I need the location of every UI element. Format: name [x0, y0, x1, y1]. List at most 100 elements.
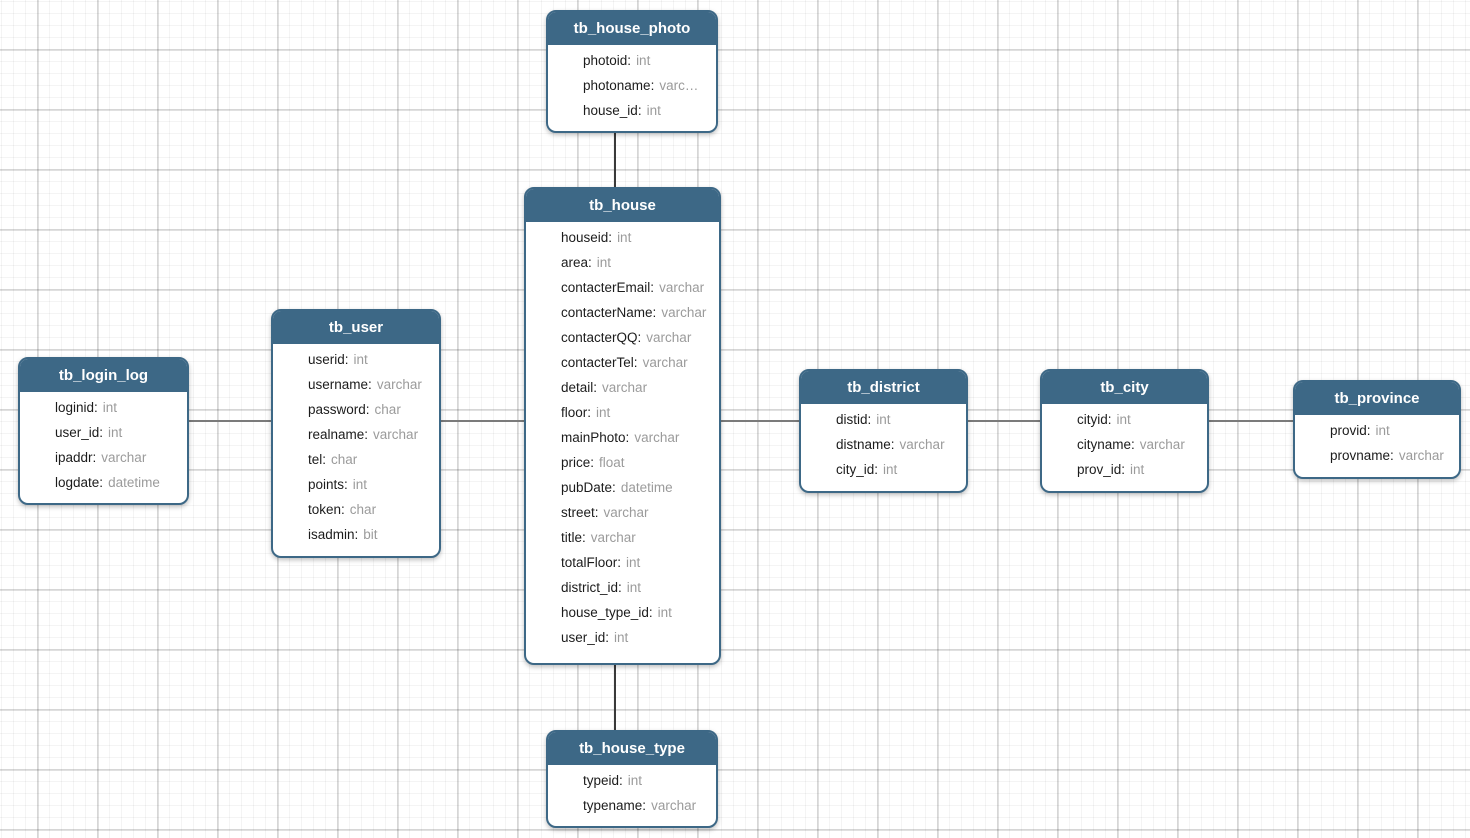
field-name: username	[308, 377, 372, 392]
field-type: varchar	[659, 280, 705, 295]
entity-tb_login_log[interactable]: tb_login_logloginidintuser_idintipaddrva…	[18, 357, 189, 505]
field-row-points: pointsint	[308, 472, 431, 497]
field-row-pubDate: pubDate datetime	[561, 475, 711, 500]
field-row-password: password char	[308, 397, 431, 422]
field-name: provid	[1330, 423, 1371, 438]
field-row-floor: floor int	[561, 400, 711, 425]
entity-tb_house_photo[interactable]: tb_house_photo photoidint photoname varc… ho…	[546, 10, 718, 133]
field-name: pubDate	[561, 480, 616, 495]
field-name: contacterName	[561, 305, 656, 320]
field-name: ipaddr	[55, 450, 96, 465]
entity-tb_province[interactable]: tb_provinceprovidintprovnamevarchar	[1293, 380, 1461, 479]
field-type: varchar	[1139, 437, 1185, 452]
entity-tb_house[interactable]: tb_househouseidintareaintcontacterEmailv…	[524, 187, 721, 665]
field-name: photoid	[583, 53, 631, 68]
field-type: int	[626, 580, 642, 595]
field-type: char	[374, 402, 401, 417]
entity-header-tb_district[interactable]: tb_district	[801, 371, 966, 404]
field-row-logdate: logdatedatetime	[55, 470, 179, 495]
field-name: tel	[308, 452, 326, 467]
field-type: varc…	[659, 78, 699, 93]
entity-tb_city[interactable]: tb_citycityidintcitynamevarcharprov_idin…	[1040, 369, 1209, 493]
field-name: loginid	[55, 400, 98, 415]
field-type: int	[353, 352, 368, 367]
field-type: int	[352, 477, 368, 492]
field-type: varchar	[642, 355, 688, 370]
field-type: int	[596, 255, 612, 270]
field-row-typename: typenamevarchar	[583, 793, 708, 818]
field-name: street	[561, 505, 599, 520]
field-row-title: titlevarchar	[561, 525, 711, 550]
field-row-user_id: user_id int	[55, 420, 179, 445]
field-type: varchar	[602, 380, 648, 395]
field-type: int	[883, 462, 898, 477]
entity-header-tb_house_type[interactable]: tb_house_type	[548, 732, 716, 765]
field-name: city_id	[836, 462, 878, 477]
entity-tb_district[interactable]: tb_districtdistidintdistnamevarcharcity_…	[799, 369, 968, 493]
entity-body: houseidintareaintcontacterEmailvarcharco…	[526, 222, 719, 663]
field-name: prov_id	[1077, 462, 1125, 477]
field-name: token	[308, 502, 345, 517]
field-name: distid	[836, 412, 871, 427]
entity-body: useridintusernamevarcharpasswordcharreal…	[273, 344, 439, 556]
entity-title: tb_province	[1334, 390, 1420, 407]
field-name: cityname	[1077, 437, 1135, 452]
field-type: int	[1130, 462, 1145, 477]
field-row-mainPhoto: mainPhoto varchar	[561, 425, 711, 450]
field-row-photoname: photoname varc…	[583, 73, 708, 98]
entity-header-tb_city[interactable]: tb_city	[1042, 371, 1207, 404]
field-row-contacterQQ: contacterQQvarchar	[561, 325, 711, 350]
field-name: provname	[1330, 448, 1394, 463]
entity-header-tb_house[interactable]: tb_house	[526, 189, 719, 222]
entity-header-tb_login_log[interactable]: tb_login_log	[20, 359, 187, 392]
entity-header-tb_province[interactable]: tb_province	[1295, 382, 1459, 415]
relation-line-tb_login_log-tb_user	[189, 420, 271, 422]
field-row-district_id: district_id int	[561, 575, 711, 600]
field-name: realname	[308, 427, 368, 442]
field-row-typeid: typeidint	[583, 768, 708, 793]
field-type: int	[596, 405, 611, 420]
field-name: mainPhoto	[561, 430, 629, 445]
entity-title: tb_house_photo	[573, 20, 691, 37]
field-row-contacterTel: contacterTel varchar	[561, 350, 711, 375]
field-name: distname	[836, 437, 895, 452]
field-type: int	[876, 412, 891, 427]
field-type: datetime	[620, 480, 673, 495]
field-row-price: pricefloat	[561, 450, 711, 475]
entity-tb_user[interactable]: tb_useruseridintusernamevarcharpasswordc…	[271, 309, 441, 558]
field-type: int	[108, 425, 123, 440]
field-row-realname: realnamevarchar	[308, 422, 431, 447]
field-name: detail	[561, 380, 597, 395]
entity-title: tb_city	[1100, 379, 1149, 396]
field-row-area: areaint	[561, 250, 711, 275]
field-row-photoid: photoidint	[583, 48, 708, 73]
field-name: user_id	[561, 630, 609, 645]
field-name: photoname	[583, 78, 654, 93]
field-type: varchar	[646, 330, 692, 345]
entity-body: typeidinttypenamevarchar	[548, 765, 716, 826]
field-name: price	[561, 455, 594, 470]
field-name: floor	[561, 405, 591, 420]
field-name: district_id	[561, 580, 622, 595]
field-row-tel: telchar	[308, 447, 431, 472]
field-name: password	[308, 402, 370, 417]
relation-line-tb_user-tb_house	[441, 420, 524, 422]
field-type: char	[331, 452, 358, 467]
field-name: contacterTel	[561, 355, 638, 370]
field-name: user_id	[55, 425, 103, 440]
entity-header-tb_user[interactable]: tb_user	[273, 311, 439, 344]
field-name: house_id	[583, 103, 642, 118]
relation-line-tb_city-tb_province	[1209, 420, 1293, 422]
entity-title: tb_house_type	[579, 740, 685, 757]
entity-header-tb_house_photo[interactable]: tb_house_photo	[548, 12, 716, 45]
field-type: int	[614, 630, 629, 645]
field-type: varchar	[661, 305, 707, 320]
field-name: houseid	[561, 230, 612, 245]
field-type: int	[102, 400, 118, 415]
relation-line-tb_house-tb_district	[721, 420, 799, 422]
entity-tb_house_type[interactable]: tb_house_type typeidinttypenamevarchar	[546, 730, 718, 828]
field-row-isadmin: isadminbit	[308, 522, 431, 547]
field-type: varchar	[651, 798, 697, 813]
field-type: varchar	[634, 430, 680, 445]
